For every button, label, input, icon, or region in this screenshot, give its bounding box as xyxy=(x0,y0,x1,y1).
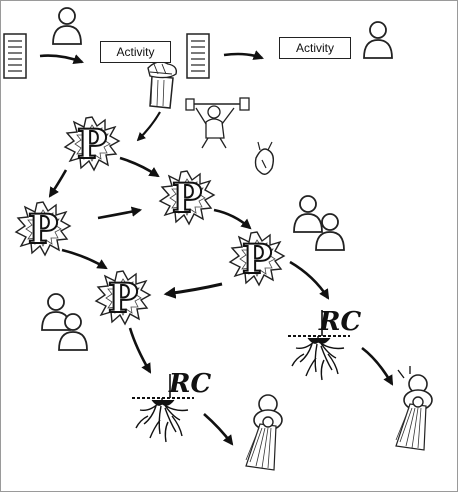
document-icon xyxy=(186,33,210,79)
document-icon xyxy=(3,33,27,79)
flow-arrow xyxy=(128,327,152,374)
activity-box: Activity xyxy=(100,41,171,63)
people-group-icon xyxy=(293,195,345,251)
root-cause-bottom: RC xyxy=(131,369,212,443)
problem-burst-3: P xyxy=(15,201,71,256)
root-cause-right: RC xyxy=(287,307,362,381)
flow-arrow xyxy=(203,413,234,446)
problem-letter: P xyxy=(242,236,272,283)
flow-arrow xyxy=(119,156,160,178)
person-icon xyxy=(52,7,82,45)
activity-label: Activity xyxy=(295,41,334,55)
problem-burst-2: P xyxy=(159,170,215,225)
flow-arrow xyxy=(48,169,68,198)
flow-arrow xyxy=(136,111,161,142)
problem-burst-4: P xyxy=(229,231,285,286)
firefighter-figure xyxy=(245,394,283,471)
flow-arrow xyxy=(61,248,108,270)
activity-box: Activity xyxy=(279,37,351,59)
problem-letter: P xyxy=(77,121,107,168)
root-cause-label: RC xyxy=(168,369,212,399)
flow-arrow xyxy=(163,282,223,299)
small-figure xyxy=(254,141,275,175)
problem-burst-5: P xyxy=(95,270,151,325)
person-icon xyxy=(363,21,393,59)
flow-arrow xyxy=(39,54,84,65)
activity-label: Activity xyxy=(116,45,155,59)
firefighter-figure xyxy=(395,374,433,451)
motion-lines xyxy=(397,366,411,379)
flow-arrow xyxy=(213,208,252,230)
flow-arrow xyxy=(223,50,264,60)
problem-letter: P xyxy=(28,206,58,253)
flow-arrow xyxy=(289,260,330,300)
flow-arrow xyxy=(361,346,394,386)
juggler-figure xyxy=(185,97,250,149)
trash-can-icon xyxy=(147,61,178,109)
problem-burst-1: P xyxy=(64,116,120,171)
problem-letter: P xyxy=(172,175,202,222)
problem-letter: P xyxy=(108,275,138,322)
people-group-icon xyxy=(41,293,88,351)
root-cause-label: RC xyxy=(318,307,362,337)
flow-arrow xyxy=(97,206,143,220)
